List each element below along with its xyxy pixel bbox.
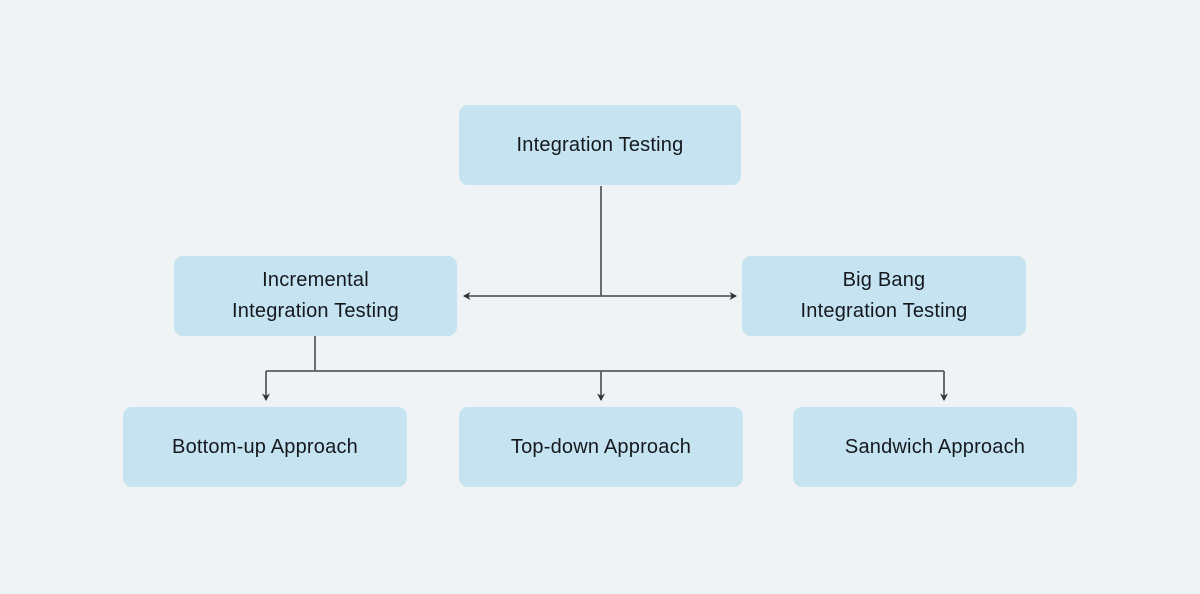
node-bottom-up-approach: Bottom-up Approach [123,407,407,487]
node-sandwich-approach: Sandwich Approach [793,407,1077,487]
node-top-down-approach: Top-down Approach [459,407,743,487]
node-top-down-label: Top-down Approach [510,435,692,458]
node-sandwich-label: Sandwich Approach [844,435,1026,458]
node-big-bang-integration-testing: Big Bang Integration Testing [742,256,1026,336]
node-incremental-integration-testing: Incremental Integration Testing [174,256,457,336]
node-incremental-label: Incremental Integration Testing [232,269,399,322]
node-integration-testing-label: Integration Testing [516,133,684,156]
node-integration-testing: Integration Testing [459,105,741,185]
node-bottom-up-label: Bottom-up Approach [172,435,358,458]
node-big-bang-label: Big Bang Integration Testing [800,269,968,322]
